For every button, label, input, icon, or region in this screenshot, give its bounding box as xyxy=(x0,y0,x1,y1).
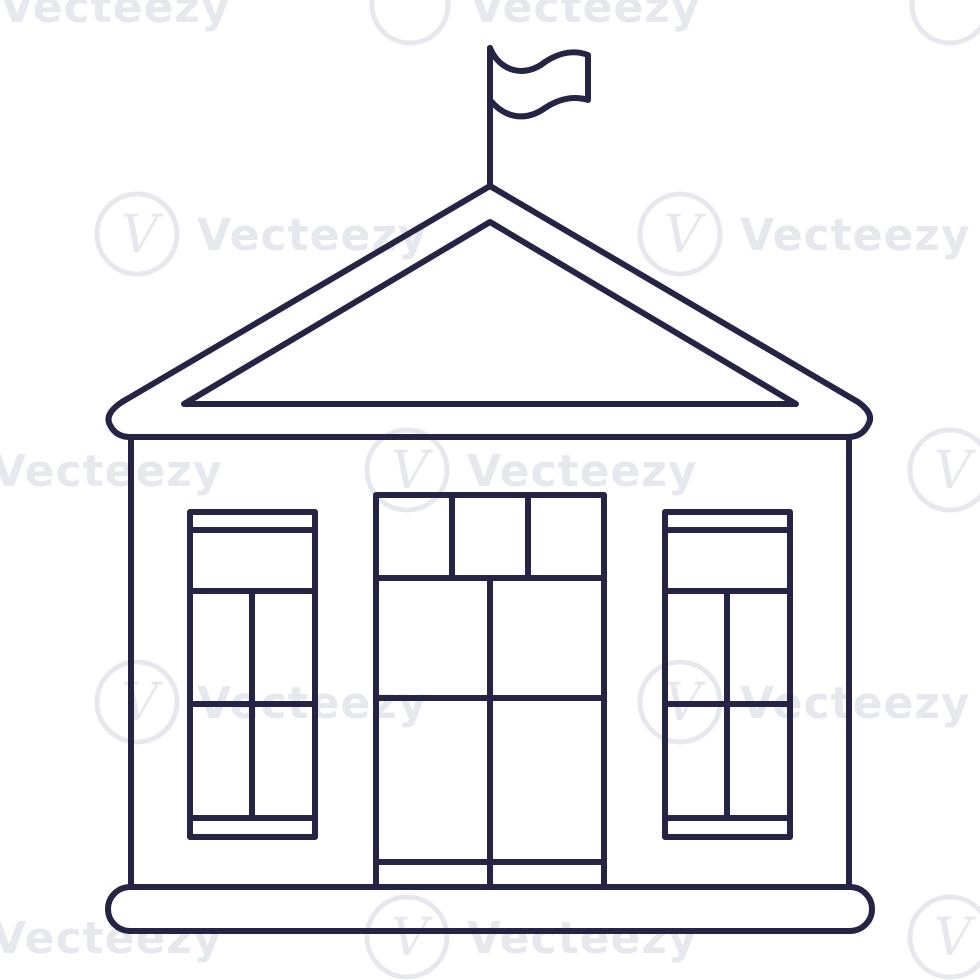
watermark: V Vecteezy xyxy=(364,427,698,513)
roof xyxy=(105,183,873,440)
watermark: V xyxy=(907,894,980,980)
watermark-logo-icon xyxy=(364,427,450,513)
door-frame xyxy=(373,492,607,890)
flag-icon xyxy=(487,45,591,189)
watermark: V xyxy=(907,427,980,513)
building-illustration xyxy=(105,45,875,934)
watermark-logo-glyph: V xyxy=(934,441,976,501)
watermark: Vecteezy xyxy=(369,0,701,46)
watermark-logo-icon xyxy=(364,894,450,980)
watermark-text: Vecteezy xyxy=(470,0,701,33)
walls xyxy=(128,434,852,890)
watermark-text: Vecteezy xyxy=(740,210,971,261)
watermark-logo-glyph: V xyxy=(121,205,163,265)
watermark-logo-glyph: V xyxy=(934,908,976,968)
watermark-text: Vecteezy xyxy=(197,210,428,261)
watermark-logo-icon xyxy=(909,0,980,46)
watermark: Vecteezy xyxy=(0,0,231,33)
watermark-text: Vecteezy xyxy=(0,446,223,497)
watermark-logo-icon xyxy=(907,427,980,513)
watermark-logo-glyph: V xyxy=(391,441,433,501)
watermark-logo-icon xyxy=(94,191,180,277)
watermark-logo-icon xyxy=(94,659,180,745)
watermark: Vecteezy xyxy=(0,446,223,497)
window-frame xyxy=(187,509,318,840)
flag-cloth xyxy=(487,45,591,120)
watermark-text: Vecteezy xyxy=(467,446,698,497)
watermark: V Vecteezy xyxy=(94,191,428,277)
window-frame xyxy=(662,509,793,840)
roof-outline xyxy=(105,183,873,440)
watermark-logo-glyph: V xyxy=(664,205,706,265)
watermark-text: Vecteezy xyxy=(0,0,231,33)
watermark-logo-glyph: V xyxy=(391,908,433,968)
watermark xyxy=(909,0,980,46)
watermark: V Vecteezy xyxy=(364,894,698,980)
watermark-logo-icon xyxy=(637,191,723,277)
foundation xyxy=(105,884,875,934)
window-right xyxy=(662,509,793,840)
watermark-text: Vecteezy xyxy=(467,913,698,964)
pediment-triangle xyxy=(181,219,799,407)
watermark-logo-glyph: V xyxy=(121,673,163,733)
watermark-logo-icon xyxy=(907,894,980,980)
window-left xyxy=(187,509,318,840)
watermark: V Vecteezy xyxy=(637,191,971,277)
watermark-logo-icon xyxy=(369,0,451,46)
door xyxy=(373,492,607,890)
